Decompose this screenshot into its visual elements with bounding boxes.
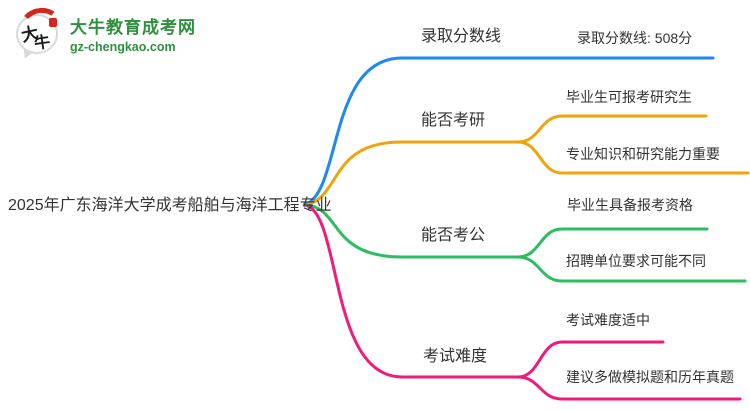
brand-text: 大牛教育成考网 gz-chengkao.com xyxy=(70,13,196,54)
branch-line-postgraduate-leaf1 xyxy=(516,114,708,144)
branch-label-postgraduate: 能否考研 xyxy=(421,112,486,129)
branch-line-civil-service-trunk xyxy=(303,203,520,259)
branch-line-exam-difficulty-trunk xyxy=(303,203,520,379)
brand-domain: gz-chengkao.com xyxy=(70,39,176,54)
brand-name: 大牛教育成考网 xyxy=(70,17,196,37)
leaf-exam-difficulty-advice: 建议多做模拟题和历年真题 xyxy=(566,369,734,385)
leaf-postgraduate-skills: 专业知识和研究能力重要 xyxy=(566,146,720,162)
leaf-exam-difficulty-level: 考试难度适中 xyxy=(566,312,650,328)
branch-line-admission-score xyxy=(303,56,715,207)
root-topic: 2025年广东海洋大学成考船舶与海洋工程专业 xyxy=(8,197,332,214)
branch-line-postgraduate-trunk xyxy=(303,140,520,207)
branch-line-civil-service-leaf1 xyxy=(516,227,709,259)
leaf-civil-service-eligible: 毕业生具备报考资格 xyxy=(567,197,693,213)
logo-character-niu: 牛 xyxy=(33,33,52,54)
leaf-postgraduate-eligible: 毕业生可报考研究生 xyxy=(566,89,692,105)
branch-line-civil-service-leaf2 xyxy=(516,255,747,283)
red-seal-icon xyxy=(49,18,57,27)
brand-logo-icon: 大 牛 xyxy=(14,5,65,61)
branch-label-admission-score: 录取分数线 xyxy=(421,28,502,45)
branch-line-postgraduate-leaf2 xyxy=(516,140,750,175)
branch-line-exam-difficulty-leaf2 xyxy=(516,375,742,401)
brand-logo: 大 牛 大牛教育成考网 gz-chengkao.com xyxy=(14,5,196,61)
branch-label-civil-service: 能否考公 xyxy=(421,227,486,244)
branch-line-exam-difficulty-leaf1 xyxy=(516,340,665,379)
leaf-civil-service-requirements: 招聘单位要求可能不同 xyxy=(566,253,706,269)
root-junction-dot xyxy=(302,202,308,208)
leaf-admission-score-value: 录取分数线: 508分 xyxy=(577,30,693,46)
branch-label-exam-difficulty: 考试难度 xyxy=(423,348,488,365)
